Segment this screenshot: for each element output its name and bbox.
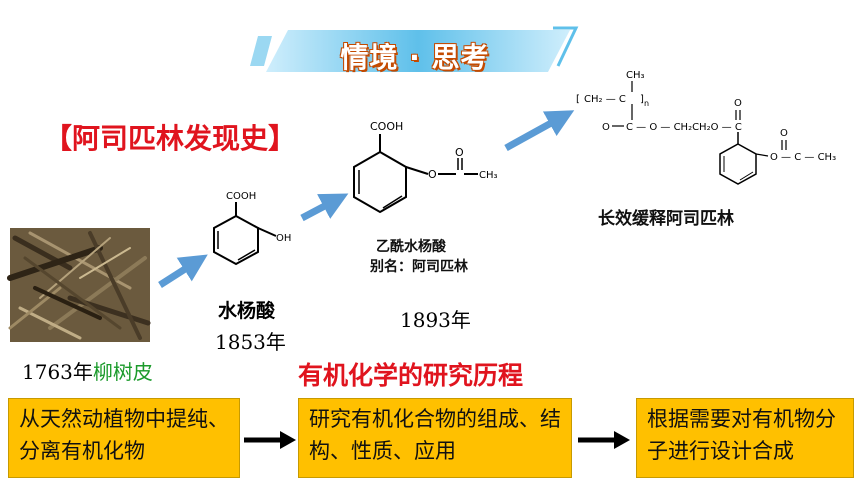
polymer-n-label: n [644, 99, 649, 108]
polymer-ester-label: C — O — CH₂CH₂O — C [626, 122, 742, 133]
polymer-aspirin-structure: CH₃ [ CH₂ — C ] n O C — O — CH₂CH₂O — C … [576, 70, 836, 185]
aspirin-ch3-label: CH₃ [479, 170, 498, 181]
history-title: 【阿司匹林发现史】 [44, 122, 297, 155]
aspirin-name: 乙酰水杨酸 [376, 239, 446, 255]
polymer-chain-label: CH₂ — C [584, 94, 626, 105]
polymer-o-left-label: O [602, 122, 610, 133]
polymer-acetyl-label: O — C — CH₃ [770, 152, 836, 163]
stage-arrow-2 [578, 431, 630, 449]
stage-box-2: 研究有机化合物的组成、结构、性质、应用 [298, 398, 572, 478]
polymer-name: 长效缓释阿司匹林 [598, 209, 734, 229]
stage-box-3: 根据需要对有机物分子进行设计合成 [636, 398, 854, 478]
willow-year: 1763年 [22, 360, 93, 384]
salicylic-year: 1853年 [215, 330, 286, 354]
svg-text:[: [ [576, 94, 580, 105]
svg-text:]: ] [640, 94, 644, 105]
aspirin-carbonyl-o-label: O [455, 146, 464, 159]
aspirin-year: 1893年 [400, 308, 471, 332]
polymer-acetyl-o-label: O [780, 128, 788, 139]
arrow-bark-to-salicylic [158, 254, 208, 288]
arrow-salicylic-to-aspirin [300, 193, 349, 222]
stage-arrow-1 [244, 431, 296, 449]
polymer-o-top-label: O [734, 98, 742, 109]
aspirin-alias: 别名：阿司匹林 [370, 259, 468, 275]
salicylic-cooh-label: COOH [226, 191, 256, 202]
banner-title: 情境 · 思考 [340, 41, 490, 74]
aspirin-o-label: O [428, 168, 437, 181]
salicylic-acid-structure: COOH OH [213, 191, 291, 266]
aspirin-cooh-label: COOH [370, 120, 403, 133]
salicylic-name: 水杨酸 [218, 300, 276, 322]
willow-name: 柳树皮 [92, 360, 153, 384]
polymer-ch3-label: CH₃ [626, 70, 645, 81]
willow-bark-photo [7, 228, 151, 342]
arrow-aspirin-to-polymer [504, 110, 575, 152]
aspirin-structure: COOH O O CH₃ [353, 120, 498, 214]
stage-box-1: 从天然动植物中提纯、分离有机化物 [8, 398, 240, 478]
banner-background [250, 26, 579, 72]
willow-caption: 1763年柳树皮 [22, 356, 153, 385]
salicylic-oh-label: OH [276, 233, 291, 244]
research-title: 有机化学的研究历程 [298, 361, 524, 390]
